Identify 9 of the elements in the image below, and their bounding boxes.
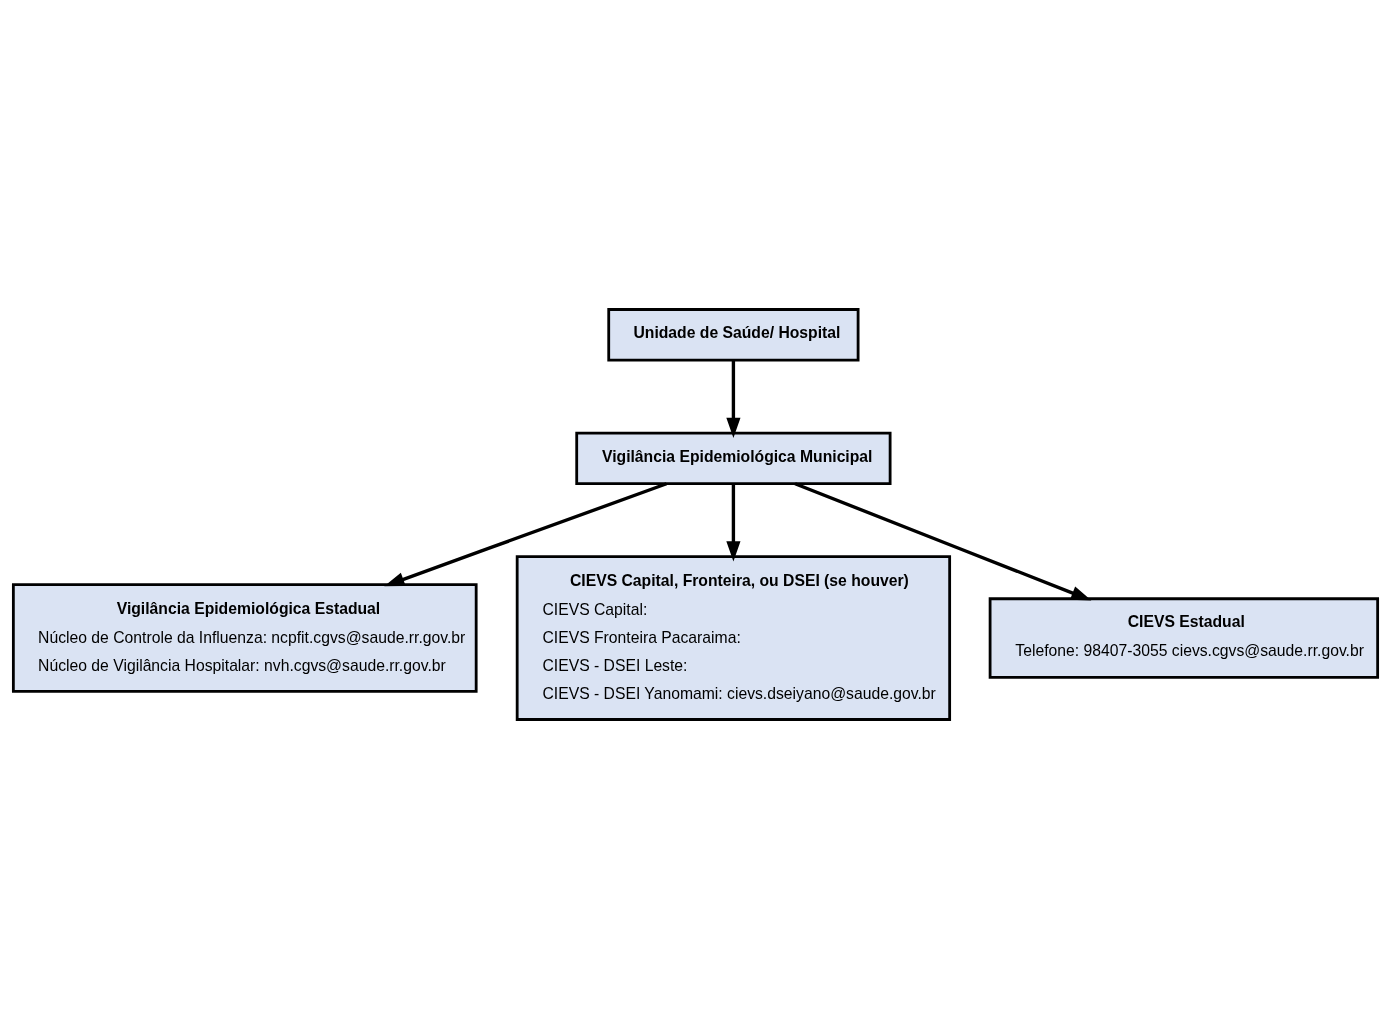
- node-box: Vigilância Epidemiológica Municipal: [575, 431, 892, 485]
- arrow: [726, 483, 741, 561]
- arrow: [384, 481, 668, 586]
- node-box: Vigilância Epidemiológica Estadual Núcleo de Controle da Influenza: ncpfit.cgvs@saude.rr.gov.br Núcleo de Vigilância Hospitalar: nvh.cgvs@saude.rr.gov.br: [11, 582, 478, 693]
- arrow: [794, 481, 1092, 600]
- node-box: CIEVS Estadual Telefone: 98407-3055 cievs.cgvs@saude.rr.gov.br: [988, 596, 1380, 679]
- node-box: Unidade de Saúde/ Hospital: [607, 307, 860, 361]
- node-box: CIEVS Capital, Fronteira, ou DSEI (se houver) CIEVS Capital: CIEVS Fronteira Pacaraima: CIEVS - DSEI Leste: CIEVS - DSEI Yanomami: cievs.dseiyano@saude.gov.br: [515, 554, 952, 721]
- arrow: [726, 359, 741, 438]
